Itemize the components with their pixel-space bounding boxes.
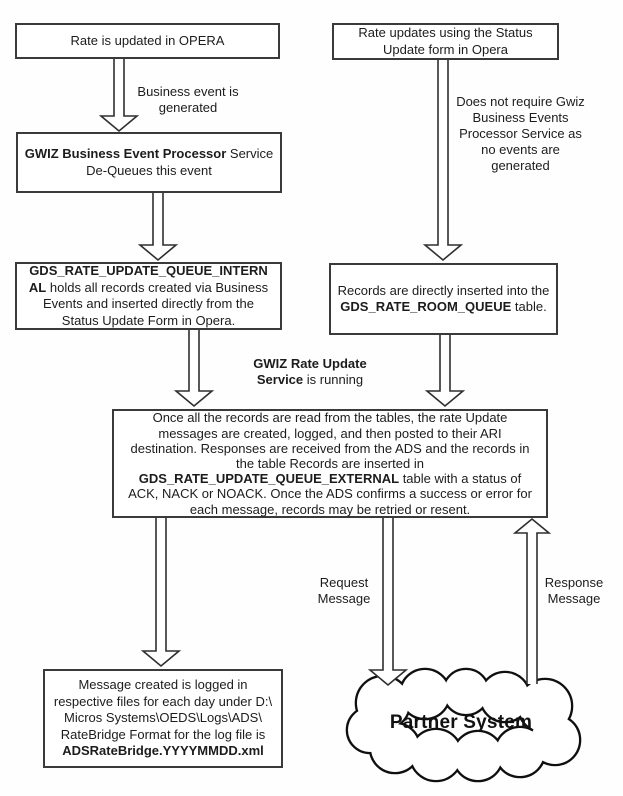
arrow-request-to-partner-icon xyxy=(367,518,409,687)
partner-system-label: Partner System xyxy=(389,712,533,733)
box-rate-updated-in-opera-text: Rate is updated in OPERA xyxy=(70,32,225,48)
partner-system-cloud-icon xyxy=(345,667,582,783)
box-gds-rate-update-queue-external: Once all the records are read from the t… xyxy=(112,409,548,518)
arrow-status-update-to-room-queue-icon xyxy=(422,60,464,262)
arrow-response-from-partner-icon xyxy=(512,517,552,684)
arrow-external-queue-to-log-icon xyxy=(140,518,182,668)
arrow-room-queue-to-external-queue-icon xyxy=(424,335,466,408)
box-rate-updated-in-opera: Rate is updated in OPERA xyxy=(15,23,280,59)
box-gds-rate-update-queue-external-text: Once all the records are read from the t… xyxy=(128,410,532,517)
arrow-processor-to-internal-queue-icon xyxy=(137,193,179,262)
arrow-internal-queue-to-external-queue-icon xyxy=(173,330,215,408)
arrow-opera-to-processor-icon xyxy=(98,59,140,133)
